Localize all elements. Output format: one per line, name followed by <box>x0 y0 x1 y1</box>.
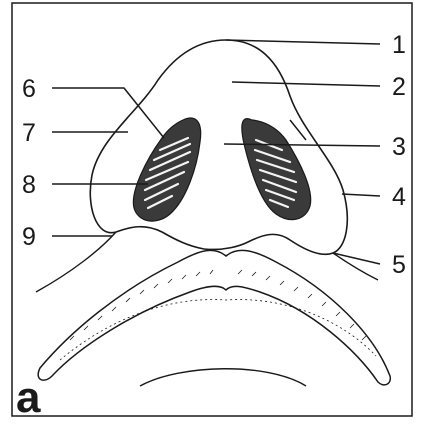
panel-label: a <box>16 373 41 421</box>
callout-label-6: 6 <box>22 75 36 103</box>
callout-label-1: 1 <box>392 31 406 59</box>
callout-label-5: 5 <box>392 251 406 279</box>
callout-label-4: 4 <box>392 183 406 211</box>
left-alar-groove <box>36 232 116 292</box>
nose-outline <box>90 40 347 254</box>
lower-lip-line <box>140 369 306 386</box>
callout-label-2: 2 <box>392 73 406 101</box>
right-alar-groove <box>333 253 378 280</box>
leader-1 <box>226 40 380 44</box>
upper-lip <box>38 250 390 385</box>
callout-label-7: 7 <box>22 119 36 147</box>
callout-label-8: 8 <box>22 171 36 199</box>
callout-label-3: 3 <box>392 133 406 161</box>
leader-4 <box>342 194 380 196</box>
callout-label-9: 9 <box>22 223 36 251</box>
